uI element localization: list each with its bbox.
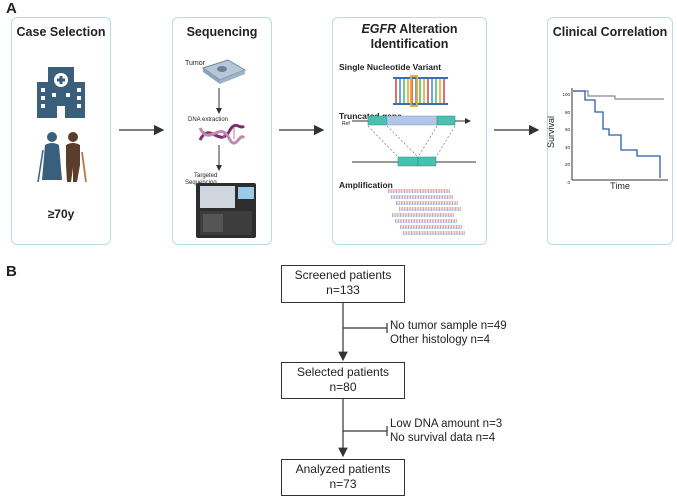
panel-b-label: B [6,263,17,280]
card-case-selection: Case Selection ≥70y [11,17,111,245]
exclusion-2: Low DNA amount n=3 No survival data n=4 [390,417,502,445]
elderly-people-icon [37,132,87,183]
km-curve-blue [573,90,661,178]
clinical-title: Clinical Correlation [552,25,668,39]
analyzed-label: Analyzed patients [295,462,391,476]
age-criterion: ≥70y [47,207,75,221]
exclusion-2-line2: No survival data n=4 [390,432,496,444]
km-ytick: 100 [562,92,570,97]
snv-dna-icon [393,77,448,105]
case-selection-title: Case Selection [16,25,106,39]
km-xlabel: Time [610,181,630,191]
selected-count: n=80 [329,380,357,394]
analyzed-count: n=73 [329,477,357,491]
tumor-label: Tumor [185,60,205,67]
truncated-gene-diagram [352,115,476,167]
exclusion-2-line1: Low DNA amount n=3 [390,418,503,430]
ref-label: Ref [342,121,350,127]
targeted-label-1: Targeted [194,173,218,179]
km-plot [571,88,668,181]
tissue-sample-icon [201,59,247,84]
km-ytick: 80 [564,109,570,115]
snv-highlight [410,75,418,107]
egfr-title: EGFR Alteration Identification [333,22,486,52]
snv-label: Single Nucleotide Variant [339,62,442,72]
card-clinical: Clinical Correlation [547,17,673,245]
egfr-title-rest: Alteration [396,22,458,36]
flow-box-analyzed: Analyzed patients n=73 [281,459,405,496]
screened-count: n=133 [326,283,360,297]
screened-label: Screened patients [294,268,392,282]
panel-a-label: A [6,0,17,17]
dna-extraction-label: DNA extraction [188,117,229,123]
exclusion-1-line1: No tumor sample n=49 [390,320,507,332]
snv-base-pairs [395,79,445,103]
card-egfr: EGFR Alteration Identification Single Nu… [332,17,487,245]
hospital-icon [37,67,85,118]
km-ytick: 40 [564,144,570,150]
km-ytick: 20 [564,162,570,167]
km-ytick: 0 [567,179,570,185]
exclusion-1: No tumor sample n=49 Other histology n=4 [390,319,507,347]
egfr-title-line2: Identification [370,37,449,51]
flow-box-screened: Screened patients n=133 [281,265,405,303]
dna-helix-icon [198,123,246,145]
flow-box-selected: Selected patients n=80 [281,362,405,399]
sequencer-icon [196,183,256,238]
egfr-title-gene: EGFR [361,22,397,36]
exclusion-1-line2: Other histology n=4 [390,334,491,346]
amplification-strands [388,189,465,235]
km-ytick: 60 [564,127,570,132]
km-yticks: 100 80 60 40 20 0 [558,86,570,191]
amplification-label: Amplification [339,180,393,190]
sequencing-title: Sequencing [186,25,258,39]
selected-label: Selected patients [296,365,390,379]
